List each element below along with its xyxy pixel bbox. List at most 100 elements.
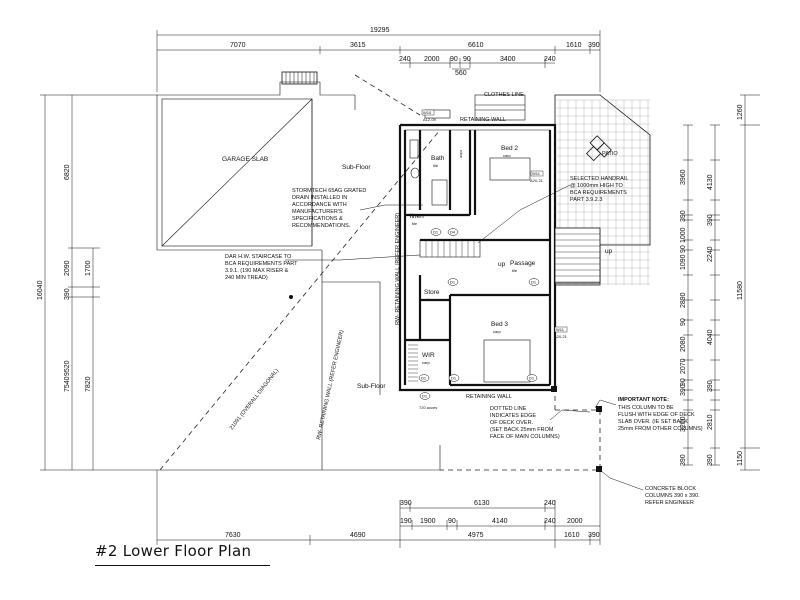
room-bath-finish: tile	[433, 163, 439, 168]
bottom-dimensions: 390 6130 240 190 1900 90 4140 240 2000 7…	[156, 470, 601, 548]
dim-right-col1-3: 90	[680, 245, 687, 253]
dim-left-overall: 16040	[37, 280, 44, 300]
dim-top-row3-1: 2000	[424, 56, 440, 63]
tag-window-top-size: A12-09	[423, 117, 437, 122]
dim-left-inner-2: 7820	[85, 376, 92, 392]
door-tag-label: D1	[433, 230, 439, 235]
dim-left-outer-0: 6820	[64, 164, 71, 180]
staircase	[419, 239, 481, 258]
door-tag: D1	[526, 374, 538, 382]
door-tag: D4	[447, 228, 459, 236]
dim-right-col2-6: 390	[707, 454, 714, 466]
door-tag-label: D4	[450, 230, 456, 235]
dim-right-col1-8: 2070	[680, 358, 687, 374]
note-concrete: CONCRETE BLOCK COLUMNS 390 x 390. REFER …	[645, 486, 701, 506]
room-bed3-finish: carp	[493, 329, 502, 334]
dim-top-row2-4: 390	[588, 42, 600, 49]
dim-left-inner-0: 1700	[85, 260, 92, 276]
title-underline	[95, 565, 270, 566]
dim-right-col1-7: 2080	[680, 336, 687, 352]
door-tag-label: D1	[529, 376, 535, 381]
house-walls	[398, 94, 557, 392]
door-tag-label: D1	[421, 376, 427, 381]
tag-window-bed2: W11	[532, 171, 541, 176]
door-tag: D1	[418, 374, 430, 382]
dim-right-col2-3: 4040	[707, 329, 714, 345]
door-tag-label: D1	[450, 280, 456, 285]
label-retaining-top: RETAINING WALL	[460, 117, 506, 123]
dim-bot-row2-3: 4140	[492, 518, 508, 525]
dim-left-outer-3: 9520	[64, 360, 71, 376]
label-rw-vertical: RW- RETAINING WALL (REFER ENGINEER)	[395, 213, 401, 325]
dim-left-outer-2: 390	[64, 288, 71, 300]
dim-right-col2-5: 2810	[707, 414, 714, 430]
dim-bot-row2-0: 190	[400, 518, 412, 525]
door-tag-label: D1	[422, 394, 428, 399]
dim-right-col3-1: 11580	[737, 281, 744, 300]
columns	[551, 386, 602, 472]
room-subfloor-top: Sub-Floor	[342, 164, 371, 171]
note-important: THIS COLUMN TO BE FLUSH WITH EDGE OF DEC…	[618, 405, 703, 432]
dim-bot-row2-2: 90	[448, 518, 456, 525]
left-dimensions: 16040 6820 2090 390 9520 1700 7540 7820	[37, 94, 157, 471]
top-dimensions: 19295 7070 3615 6610 1610 390 240 2000 9…	[156, 27, 601, 92]
dim-right-col1-1: 390	[680, 210, 687, 222]
dim-top-row3-5: 240	[544, 56, 556, 63]
door-tag-label: D1	[531, 280, 537, 285]
dim-right-col2-0: 4130	[707, 174, 714, 190]
dim-bot-row1-0: 390	[400, 500, 412, 507]
room-linen: linen	[410, 213, 424, 220]
dim-bot-row3-1: 4690	[350, 532, 366, 539]
dim-right-col1-9: 90	[680, 378, 687, 386]
dim-top-row2-1: 3615	[350, 42, 366, 49]
dim-top-row4: 560	[455, 70, 467, 77]
garage-steps	[285, 72, 315, 84]
dim-bot-row3-2: 4975	[468, 532, 484, 539]
dim-left-outer-1: 2090	[64, 260, 71, 276]
dim-right-col3-0: 1260	[737, 104, 744, 120]
right-dimensions: 3960 390 1000 90 1090 2890 90 2080 2070 …	[680, 94, 760, 471]
room-store-finish: tile	[426, 297, 432, 302]
room-bath: Bath	[431, 155, 445, 162]
tag-window-top: W10	[423, 110, 432, 115]
tags: W10 A12-09 W11 A20-21 W11 A20-21 720 acc…	[418, 109, 568, 410]
site-outline	[156, 71, 601, 471]
dim-bot-row3-0: 7630	[225, 532, 241, 539]
room-bed2-finish: carp	[503, 153, 512, 158]
dim-top-row2-0: 7070	[230, 42, 246, 49]
dim-top-overall: 19295	[370, 27, 390, 34]
room-wir: WIR	[422, 352, 435, 359]
label-up-deck: up	[605, 248, 613, 255]
room-store: Store	[424, 289, 440, 296]
dim-right-col1-5: 2890	[680, 292, 687, 308]
dim-top-row3-4: 3400	[500, 56, 516, 63]
door-tag-label: D1	[451, 376, 457, 381]
dim-right-col2-4: 390	[707, 380, 714, 392]
door-tag: D1	[419, 392, 431, 400]
drawing-title: #2 Lower Floor Plan	[95, 542, 252, 560]
note-important-heading: IMPORTANT NOTE:	[618, 397, 669, 403]
tag-door-access: 720 acces	[419, 405, 437, 410]
dim-bot-row3-4: 390	[588, 532, 600, 539]
door-tag: D1	[447, 278, 459, 286]
dim-right-col1-10: 390	[680, 384, 687, 396]
room-bed2: Bed 2	[501, 145, 518, 152]
room-patio: PATIO	[602, 151, 618, 157]
label-up-stair: up	[498, 261, 506, 268]
room-garage-slab: GARAGE SLAB	[222, 156, 268, 163]
label-clothes-line: CLOTHES LINE	[484, 92, 524, 98]
deck-stairs	[555, 233, 600, 283]
room-passage: Passage	[510, 260, 536, 267]
notes: STORMTECH 65AG GRATED DRAIN INSTALLED IN…	[225, 176, 703, 506]
dim-right-col1-2: 1000	[680, 227, 687, 243]
label-rw-diagonal: RW- RETAINING WALL (REFER ENGINEER)	[316, 329, 345, 440]
dim-bot-row1-2: 240	[544, 500, 556, 507]
note-staircase: DAR H.W. STAIRCASE TO BCA REQUIREMENTS P…	[225, 254, 299, 281]
wir-rail	[408, 344, 418, 382]
tag-window-bed2-size: A20-21	[530, 178, 544, 183]
note-handrail: SELECTED HANDRAIL @ 1000mm HIGH TO BCA R…	[570, 176, 630, 203]
dim-left-inner-1: 7540	[64, 376, 71, 392]
dim-right-col1-12: 390	[680, 454, 687, 466]
